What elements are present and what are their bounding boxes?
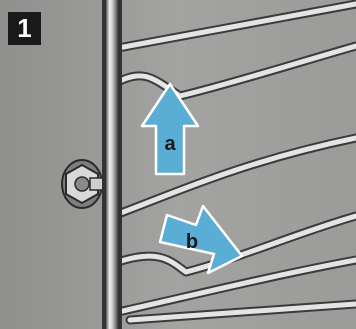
arrow-a-label: a: [164, 133, 176, 155]
step-number-badge: 1: [8, 12, 41, 45]
arrow-b-label: b: [186, 231, 198, 253]
rack-post: [102, 0, 122, 329]
